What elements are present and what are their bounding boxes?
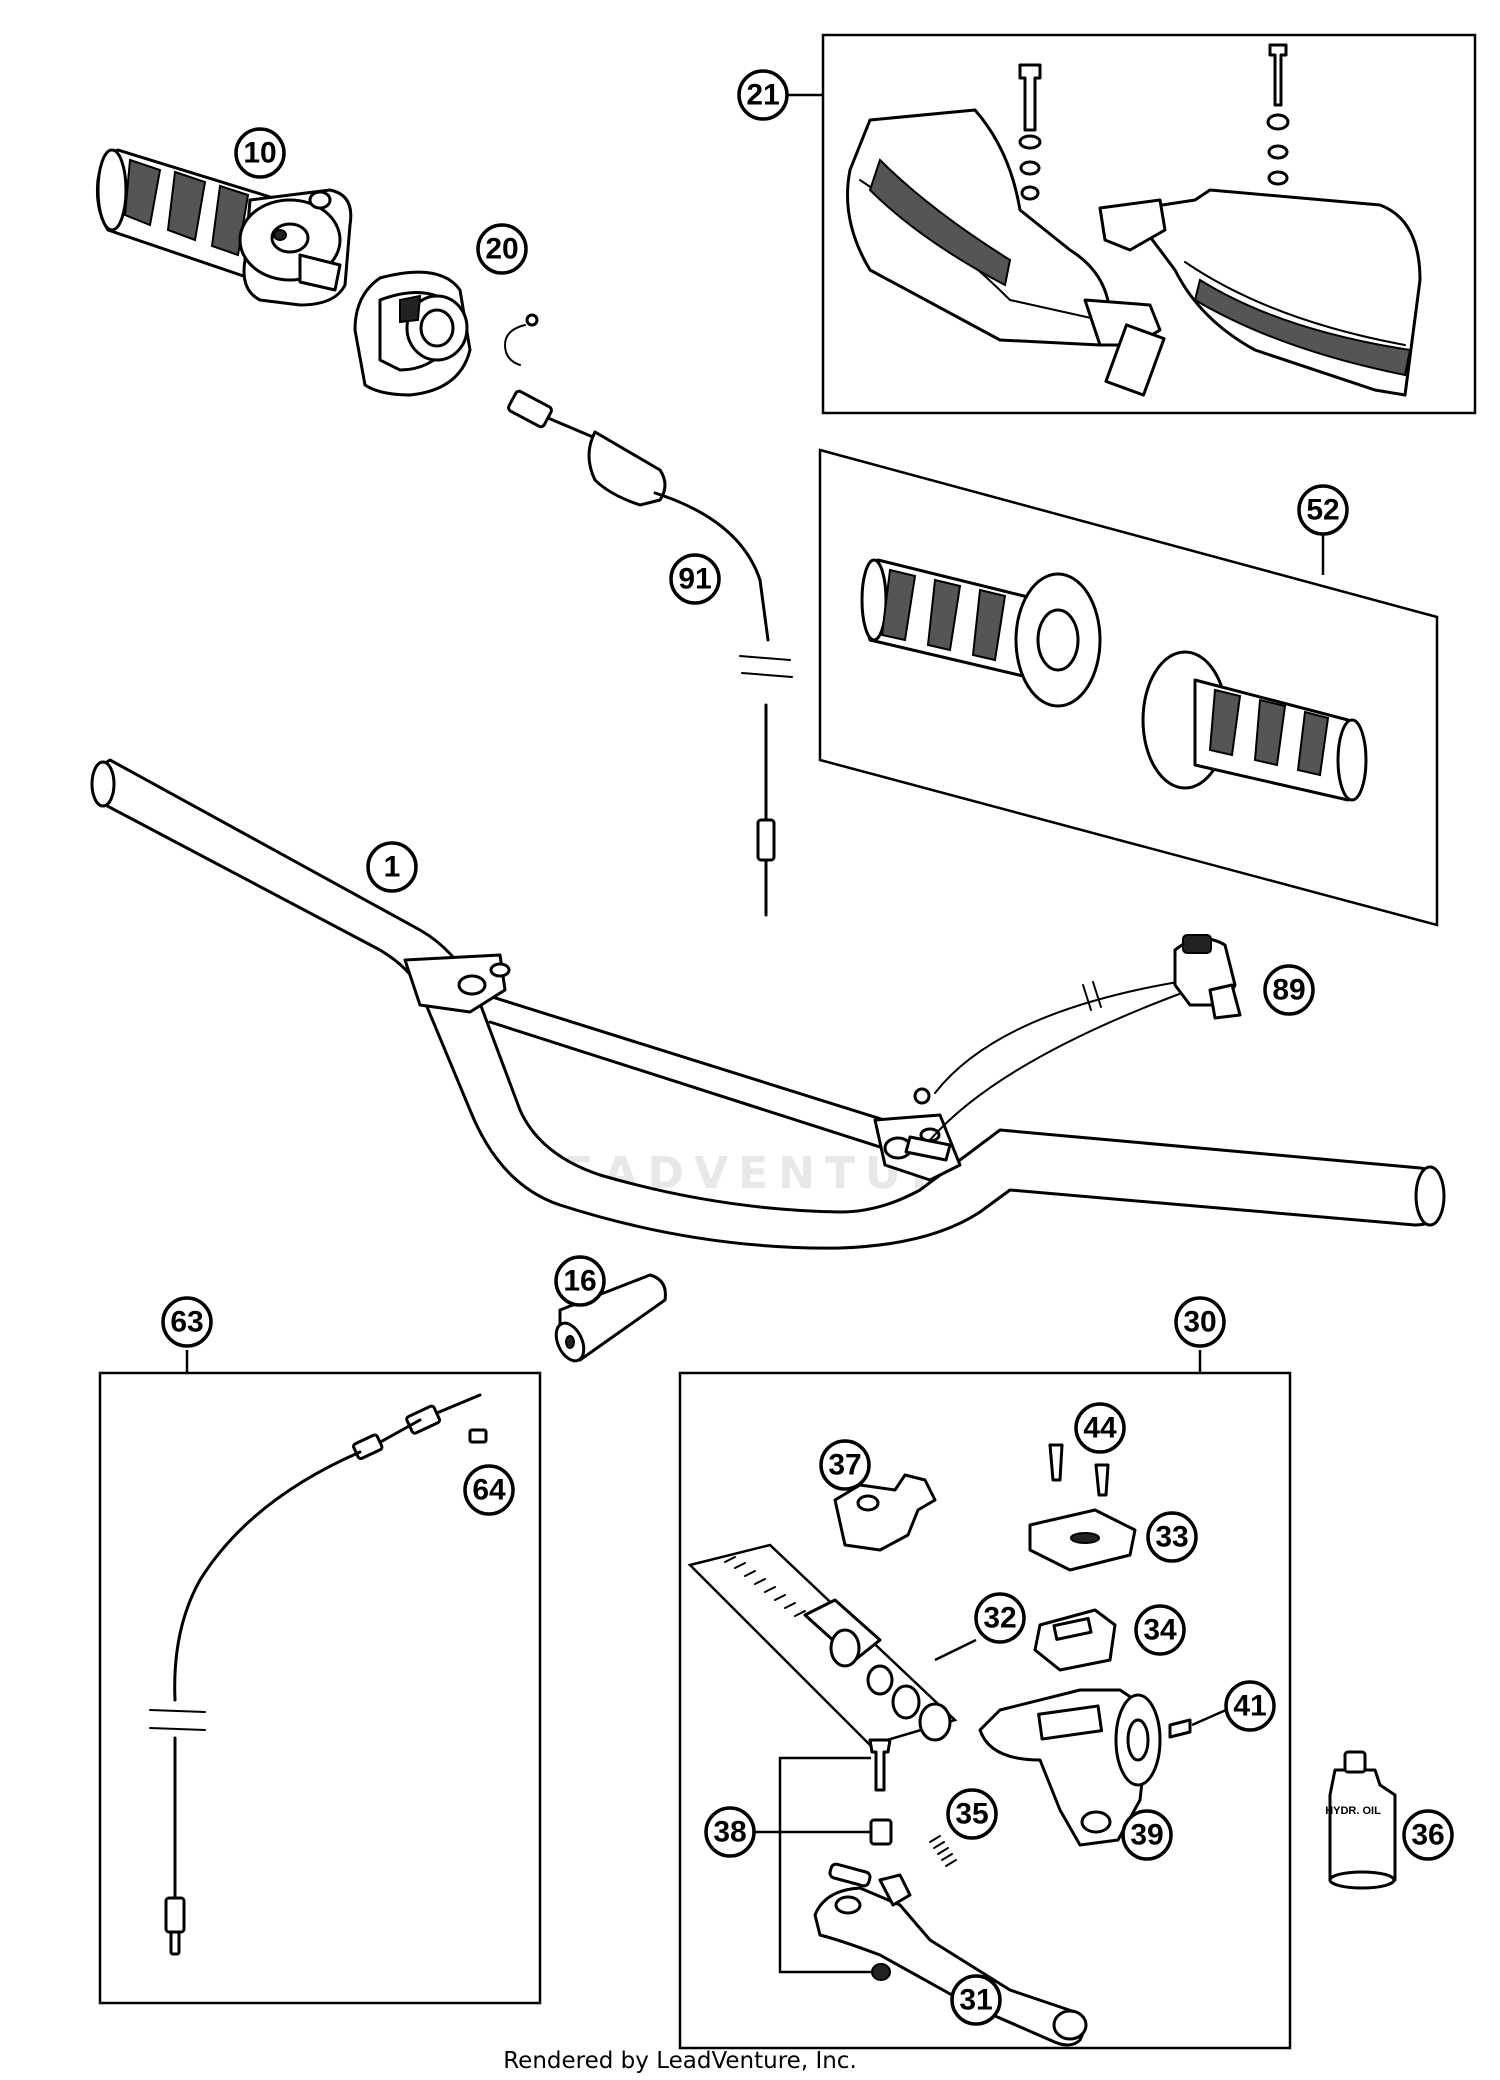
throttle-cable	[504, 313, 793, 917]
oil-bottle-label: HYDR. OIL	[1325, 1805, 1381, 1817]
callout-41: 41	[1224, 1680, 1276, 1732]
handguards-kit	[821, 33, 1477, 415]
svg-text:52: 52	[1306, 494, 1339, 527]
svg-text:89: 89	[1272, 974, 1305, 1007]
callout-89: 89	[1263, 964, 1315, 1016]
callout-20: 20	[476, 223, 528, 275]
svg-text:33: 33	[1155, 1521, 1188, 1554]
callout-52: 52	[1297, 484, 1349, 536]
kill-switch	[904, 934, 1242, 1162]
callout-39: 39	[1121, 1809, 1173, 1861]
footer-credit: Rendered by LeadVenture, Inc.	[503, 2048, 857, 2074]
callout-16: 16	[554, 1255, 606, 1307]
svg-text:30: 30	[1183, 1306, 1216, 1339]
callout-35: 35	[946, 1788, 998, 1840]
svg-text:16: 16	[563, 1265, 596, 1298]
leader-line	[934, 1638, 977, 1662]
svg-text:32: 32	[983, 1602, 1016, 1635]
throttle-grip-assembly	[96, 148, 353, 307]
svg-text:37: 37	[828, 1449, 861, 1482]
callout-91: 91	[669, 553, 721, 605]
hydraulic-oil-bottle	[1328, 1750, 1397, 1890]
grip-set	[818, 448, 1439, 927]
callout-63: 63	[161, 1296, 213, 1348]
svg-text:38: 38	[713, 1816, 746, 1849]
callout-33: 33	[1146, 1511, 1198, 1563]
svg-text:91: 91	[678, 563, 711, 596]
callout-21: 21	[737, 69, 789, 121]
handlebar-end-plug	[554, 1273, 667, 1363]
clutch-cable-kit	[98, 1371, 542, 2005]
callout-37: 37	[819, 1439, 871, 1491]
throttle-housing-cover	[353, 270, 472, 397]
callout-34: 34	[1134, 1604, 1186, 1656]
callout-1: 1	[366, 841, 418, 893]
callout-44: 44	[1074, 1402, 1126, 1454]
svg-text:35: 35	[955, 1798, 988, 1831]
callout-30: 30	[1174, 1296, 1226, 1348]
svg-text:31: 31	[959, 1984, 992, 2017]
svg-text:39: 39	[1130, 1819, 1163, 1852]
callout-31: 31	[950, 1974, 1002, 2026]
callout-38: 38	[704, 1806, 756, 1858]
brake-master-cylinder-kit	[678, 1371, 1292, 2050]
svg-text:44: 44	[1083, 1412, 1117, 1445]
svg-text:10: 10	[243, 137, 276, 170]
svg-text:20: 20	[485, 233, 518, 266]
svg-text:63: 63	[170, 1306, 203, 1339]
leader-line	[1191, 1708, 1227, 1727]
svg-text:41: 41	[1233, 1690, 1266, 1723]
callout-64: 64	[463, 1464, 515, 1516]
callout-36: 36	[1402, 1809, 1454, 1861]
svg-text:36: 36	[1411, 1819, 1444, 1852]
svg-text:34: 34	[1143, 1614, 1177, 1647]
svg-text:1: 1	[384, 851, 401, 884]
svg-text:64: 64	[472, 1474, 506, 1507]
callout-10: 10	[234, 127, 286, 179]
callout-32: 32	[974, 1592, 1026, 1644]
svg-text:21: 21	[746, 79, 779, 112]
